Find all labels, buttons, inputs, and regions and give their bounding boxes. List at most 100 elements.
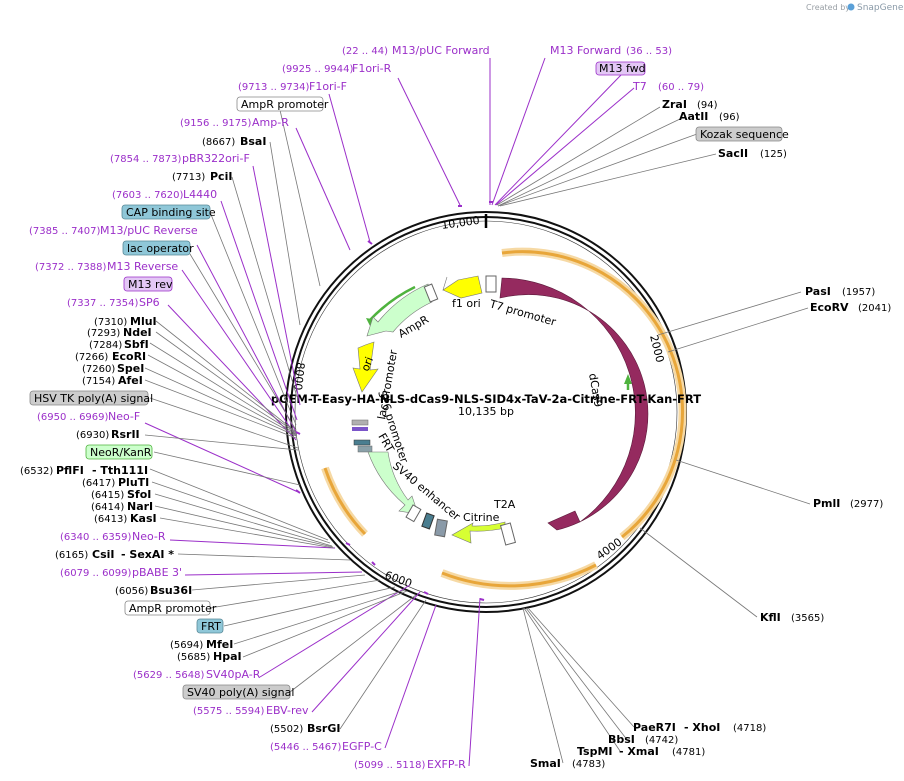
label-mlui-pos: (7310)	[94, 317, 127, 328]
feature-dcas9-arrow	[499, 277, 649, 531]
label-pasi: PasI	[805, 285, 831, 298]
box-kozak	[695, 126, 783, 142]
label-neo-r: Neo-R	[132, 530, 166, 543]
label-m13-reverse: M13 Reverse	[107, 260, 178, 273]
label-pmli-pos: (2977)	[850, 499, 883, 510]
label-exfp-r: EXFP-R	[427, 758, 466, 771]
label-mlui: MluI	[130, 315, 157, 328]
label-t7promoter: T7 promoter	[487, 297, 558, 329]
label-f1ori-r: F1ori-R	[352, 62, 392, 75]
label-egfp-c-range: (5446 .. 5467)	[270, 742, 342, 753]
label-kfli-pos: (3565)	[791, 613, 824, 624]
label-csii: CsiI	[92, 548, 114, 561]
label-sfoi-pos: (6415)	[91, 490, 124, 501]
label-nari: NarI	[127, 500, 153, 513]
label-ecori: EcoRI	[112, 350, 146, 363]
label-lac-operator: lac operator	[127, 242, 194, 255]
feature-sv40-enhancer-box	[405, 504, 422, 523]
label-afei-pos: (7154)	[82, 376, 115, 387]
box-sv40-polya	[182, 684, 291, 700]
label-citrine: Citrine	[463, 511, 500, 524]
label-ndei-pos: (7293)	[87, 328, 120, 339]
label-aatii-pos: (96)	[719, 112, 740, 123]
primer-connectors	[144, 57, 635, 767]
feature-m13rev	[352, 427, 368, 431]
label-pasi-pos: (1957)	[842, 287, 875, 298]
enzyme-connectors	[144, 106, 811, 764]
feature-ori-arrow	[352, 341, 379, 393]
label-m13fwd: M13 fwd	[599, 62, 646, 75]
feature-t7-box	[485, 275, 497, 293]
label-pcii-pos: (7713)	[172, 172, 205, 183]
label-ecorv: EcoRV	[810, 301, 849, 314]
label-frt-left: FRT	[201, 620, 221, 633]
label-neor-kanr: NeoR/KanR	[90, 446, 152, 459]
label-m13puc-rev: M13/pUC Reverse	[100, 224, 198, 237]
feature-ampr-promoter-box	[423, 283, 439, 303]
snapgene-logo-icon	[847, 3, 855, 11]
label-m13puc-fwd: M13/pUC Forward	[392, 44, 490, 57]
label-ebv-rev-range: (5575 .. 5594)	[193, 706, 265, 717]
label-kasi-pos: (6413)	[94, 514, 127, 525]
label-pmli: PmlI	[813, 497, 840, 510]
snapgene-credit: Created by SnapGene	[806, 3, 904, 13]
label-paer7i: PaeR7I	[633, 721, 676, 734]
ruler-label-8000: 8000	[291, 362, 307, 391]
label-neo-r-range: (6340 .. 6359)	[60, 532, 132, 543]
label-sp6-range: (7337 .. 7354)	[67, 298, 139, 309]
label-f1ori-r-range: (9925 .. 9944)	[282, 64, 354, 75]
label-rsrii: RsrII	[111, 428, 140, 441]
label-bsu36i: Bsu36I	[150, 584, 192, 597]
box-frt-left	[196, 618, 224, 634]
label-mfei: MfeI	[206, 638, 233, 651]
orange-arc-left	[323, 467, 367, 536]
feature-f1ori-arrow	[442, 275, 483, 299]
box-hsv-tk-polya	[29, 390, 149, 406]
orange-arc-dcas9	[501, 250, 685, 539]
label-nari-pos: (6414)	[91, 502, 124, 513]
ruler-label-4000: 4000	[594, 535, 624, 562]
label-sv40pa-r: SV40pA-R	[206, 668, 261, 681]
box-neor-kanr	[85, 444, 153, 460]
orange-arc-bottom	[441, 563, 597, 588]
label-neo-f-range: (6950 .. 6969)	[37, 412, 109, 423]
label-paer7i-pos: (4718)	[733, 723, 766, 734]
label-pbabe-range: (6079 .. 6099)	[60, 568, 132, 579]
label-tspmi-pos: (4781)	[672, 747, 705, 758]
primer-ticks	[295, 201, 493, 601]
feature-t2a-box	[499, 522, 517, 546]
green-arrow-dcas9-head	[624, 374, 632, 384]
label-bsai: BsaI	[240, 135, 266, 148]
feature-citrine-arrow	[451, 521, 506, 544]
label-sv40-polya: SV40 poly(A) signal	[187, 686, 294, 699]
label-t2a: T2A	[493, 498, 516, 511]
label-bsrgi-pos: (5502)	[270, 724, 303, 735]
label-csii-pos: (6165)	[55, 550, 88, 561]
ruler-label-10000: 10,000	[441, 214, 481, 232]
label-ori: ori	[359, 355, 376, 373]
label-pbr322-range: (7854 .. 7873)	[110, 154, 182, 165]
plasmid-name: pGEM-T-Easy-HA-NLS-dCas9-NLS-SID4x-TaV-2…	[271, 392, 701, 406]
label-bbsi: BbsI	[608, 733, 635, 746]
label-sacii: SacII	[718, 147, 748, 160]
box-ampr-promoter-left	[124, 600, 211, 616]
label-f1ori: f1 ori	[452, 297, 481, 310]
label-tspmi: TspMI	[577, 745, 613, 758]
plasmid-length: 10,135 bp	[458, 405, 514, 418]
label-f1ori-f-range: (9713 .. 9734)	[238, 82, 310, 93]
label-ecori-pos: (7266)	[75, 352, 108, 363]
box-m13fwd	[595, 61, 646, 76]
label-ampr-promoter-left: AmpR promoter	[129, 602, 217, 615]
label-m13puc-fwd-range: (22 .. 44)	[342, 46, 388, 57]
label-m13-forward-range: (36 .. 53)	[626, 46, 672, 57]
feature-frt-bottom	[421, 512, 435, 530]
label-bsai-pos: (8667)	[202, 137, 235, 148]
label-bbsi-pos: (4742)	[645, 735, 678, 746]
green-arrow-ampr	[369, 285, 416, 321]
label-ampr-promoter-top: AmpR promoter	[241, 98, 329, 111]
label-sp6: SP6	[139, 296, 160, 309]
label-zrai: ZraI	[662, 98, 687, 111]
label-ebv-rev: EBV-rev	[266, 704, 309, 717]
label-pflfi-pos: (6532)	[20, 466, 53, 477]
label-pcii: PciI	[210, 170, 232, 183]
